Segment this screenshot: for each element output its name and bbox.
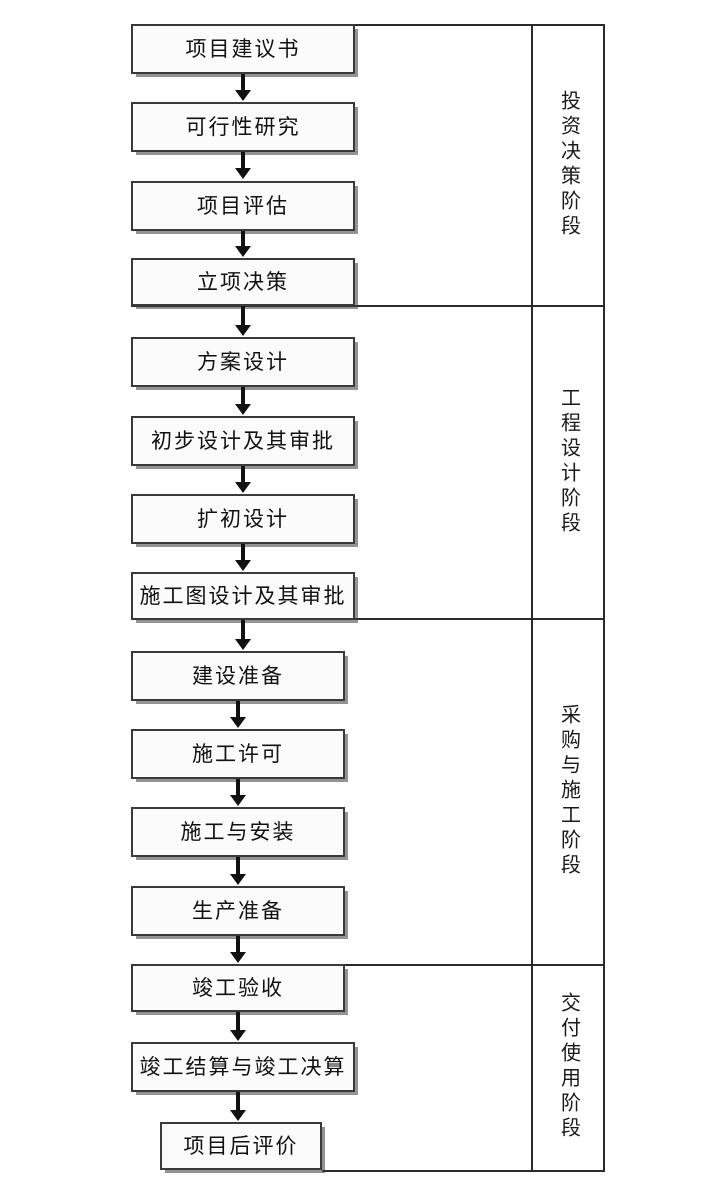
node-n5[interactable]: 方案设计 <box>131 337 355 387</box>
edge-arrowhead <box>235 404 251 415</box>
node-label: 施工与安装 <box>180 819 296 844</box>
node-label: 竣工验收 <box>192 975 284 1000</box>
frame-right-line <box>603 24 605 1172</box>
phase-column-left-line <box>531 24 533 1172</box>
node-label: 可行性研究 <box>185 114 301 139</box>
edge-arrowhead <box>235 168 251 179</box>
node-n10[interactable]: 施工许可 <box>131 729 345 779</box>
node-n8[interactable]: 施工图设计及其审批 <box>131 572 355 620</box>
edge-arrowhead <box>235 639 251 650</box>
edge-arrowhead <box>230 874 246 885</box>
edge-n5-n6 <box>241 387 245 405</box>
node-label: 扩初设计 <box>197 506 289 531</box>
frame-top-line <box>355 24 605 26</box>
phase-divider-2 <box>355 618 605 620</box>
phase-label: 采购与施工阶段 <box>557 703 580 879</box>
node-label: 建设准备 <box>192 663 284 688</box>
edge-n11-n12 <box>236 857 240 875</box>
node-n13[interactable]: 竣工验收 <box>131 964 345 1012</box>
edge-arrowhead <box>230 1030 246 1041</box>
phase-label: 交付使用阶段 <box>557 992 580 1142</box>
edge-n13-n14 <box>236 1012 240 1031</box>
node-n7[interactable]: 扩初设计 <box>131 494 355 544</box>
phase-cell-p1: 投资决策阶段 <box>533 24 603 305</box>
edge-arrowhead <box>230 952 246 963</box>
edge-n14-n15 <box>236 1092 240 1111</box>
node-label: 立项决策 <box>197 269 289 294</box>
node-label: 初步设计及其审批 <box>151 428 335 453</box>
edge-n10-n11 <box>236 779 240 796</box>
node-label: 项目后评价 <box>183 1133 299 1158</box>
edge-arrowhead <box>235 325 251 336</box>
node-label: 施工图设计及其审批 <box>139 583 347 608</box>
node-label: 方案设计 <box>197 349 289 374</box>
node-label: 项目评估 <box>197 193 289 218</box>
node-label: 生产准备 <box>192 898 284 923</box>
edge-n1-n2 <box>241 74 245 92</box>
node-n3[interactable]: 项目评估 <box>131 181 355 231</box>
edge-arrowhead <box>230 717 246 728</box>
edge-n2-n3 <box>241 152 245 170</box>
node-label: 项目建议书 <box>185 36 301 61</box>
phase-divider-1 <box>131 305 605 307</box>
edge-n8-n9 <box>241 620 245 640</box>
phase-cell-p3: 采购与施工阶段 <box>533 618 603 964</box>
phase-divider-3 <box>131 964 605 966</box>
edge-n3-n4 <box>241 231 245 248</box>
node-n11[interactable]: 施工与安装 <box>131 807 345 857</box>
edge-n4-n5 <box>241 306 245 326</box>
node-n4[interactable]: 立项决策 <box>131 258 355 306</box>
node-label: 施工许可 <box>192 741 284 766</box>
node-n14[interactable]: 竣工结算与竣工决算 <box>131 1042 355 1092</box>
node-n12[interactable]: 生产准备 <box>131 886 345 936</box>
node-n9[interactable]: 建设准备 <box>131 651 345 701</box>
edge-n7-n8 <box>241 544 245 561</box>
frame-bottom-line <box>322 1170 605 1172</box>
node-n6[interactable]: 初步设计及其审批 <box>131 416 355 466</box>
edge-n9-n10 <box>236 701 240 718</box>
edge-n6-n7 <box>241 466 245 483</box>
edge-arrowhead <box>235 560 251 571</box>
edge-arrowhead <box>230 1110 246 1121</box>
phase-cell-p4: 交付使用阶段 <box>533 964 603 1170</box>
phase-label: 工程设计阶段 <box>557 386 580 537</box>
edge-arrowhead <box>235 246 251 257</box>
phase-label: 投资决策阶段 <box>557 89 580 240</box>
edge-n12-n13 <box>236 936 240 953</box>
node-label: 竣工结算与竣工决算 <box>139 1054 347 1079</box>
node-n15[interactable]: 项目后评价 <box>160 1122 322 1170</box>
edge-arrowhead <box>230 795 246 806</box>
node-n1[interactable]: 项目建议书 <box>131 24 355 74</box>
edge-arrowhead <box>235 90 251 101</box>
edge-arrowhead <box>235 482 251 493</box>
phase-cell-p2: 工程设计阶段 <box>533 305 603 618</box>
node-n2[interactable]: 可行性研究 <box>131 102 355 152</box>
